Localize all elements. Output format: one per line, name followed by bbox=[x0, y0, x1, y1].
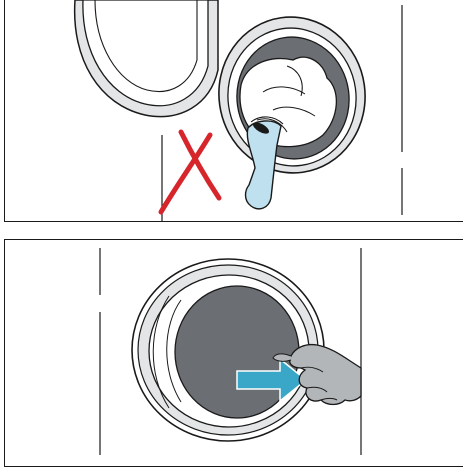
drum-laundry-icon bbox=[209, 8, 375, 183]
panel-correct-door-closing bbox=[4, 239, 463, 467]
open-door-icon bbox=[75, 0, 218, 117]
closed-door-illustration bbox=[5, 240, 463, 467]
open-door-illustration bbox=[5, 0, 463, 222]
panel-incorrect-door-closing bbox=[4, 0, 463, 222]
red-cross-icon bbox=[161, 132, 219, 212]
